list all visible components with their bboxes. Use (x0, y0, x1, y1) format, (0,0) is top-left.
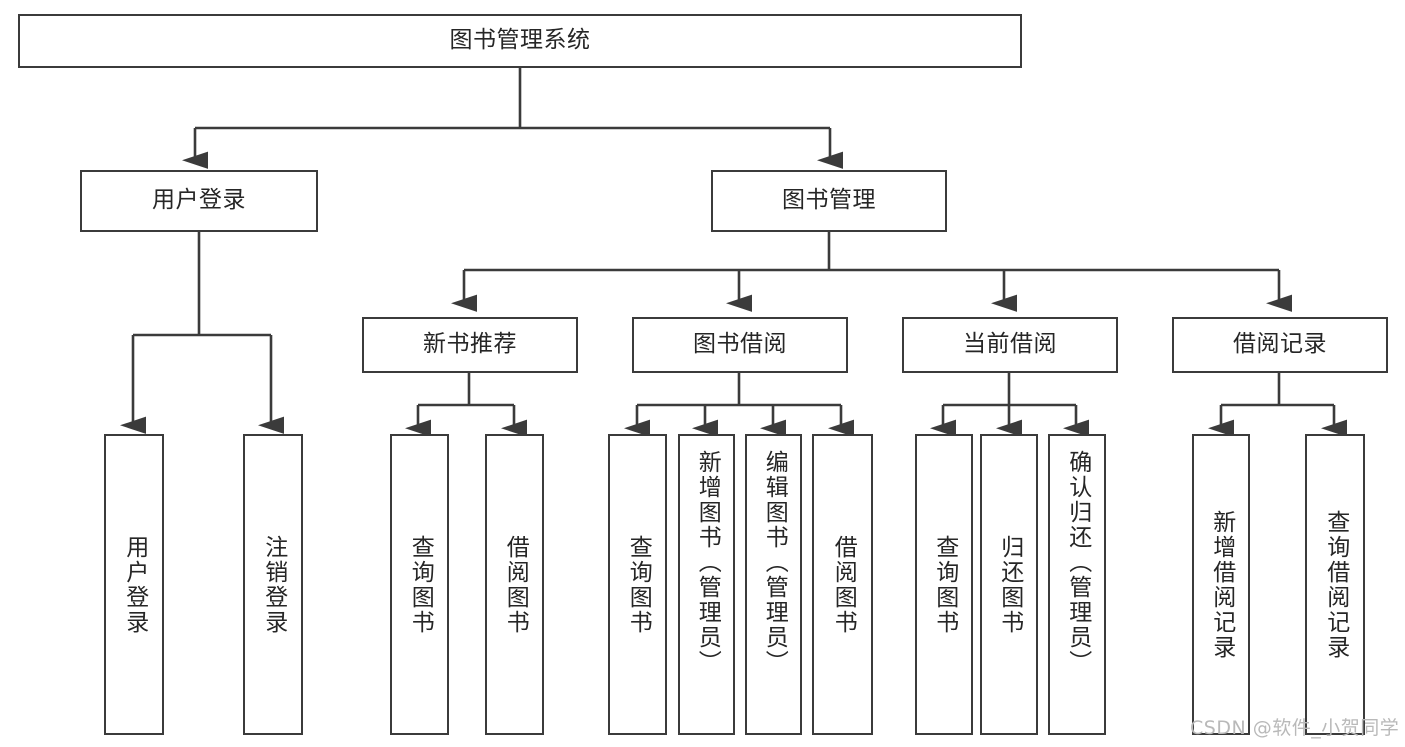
leaf-book-borrow-edit-book-admin-label: 编辑图书（管理员） (761, 450, 788, 675)
leaf-user-login-signout[interactable]: 注销登录 (243, 434, 303, 735)
leaf-current-borrow-query-book[interactable]: 查询图书 (915, 434, 973, 735)
node-user-login[interactable]: 用户登录 (80, 170, 318, 232)
leaf-new-book-query-book-label: 查询图书 (407, 534, 434, 635)
node-book-management[interactable]: 图书管理 (711, 170, 947, 232)
leaf-new-book-borrow-book-label: 借阅图书 (502, 534, 529, 635)
leaf-borrow-record-query-record-label: 查询借阅记录 (1322, 509, 1349, 660)
leaf-user-login-signin[interactable]: 用户登录 (104, 434, 164, 735)
node-new-book-recommend[interactable]: 新书推荐 (362, 317, 578, 373)
leaf-book-borrow-add-book-admin-label: 新增图书（管理员） (694, 450, 721, 675)
leaf-new-book-borrow-book[interactable]: 借阅图书 (485, 434, 544, 735)
node-root[interactable]: 图书管理系统 (18, 14, 1022, 68)
leaf-book-borrow-query-book-label: 查询图书 (625, 534, 652, 635)
node-borrow-record-label: 借阅记录 (1233, 331, 1327, 358)
leaf-user-login-signout-label: 注销登录 (260, 534, 287, 635)
csdn-watermark: CSDN @软件_小贺同学 (1190, 717, 1400, 739)
node-book-borrow[interactable]: 图书借阅 (632, 317, 848, 373)
leaf-current-borrow-return-book[interactable]: 归还图书 (980, 434, 1038, 735)
node-book-management-label: 图书管理 (782, 187, 876, 214)
node-borrow-record[interactable]: 借阅记录 (1172, 317, 1388, 373)
leaf-current-borrow-query-book-label: 查询图书 (931, 534, 958, 635)
leaf-current-borrow-return-book-label: 归还图书 (996, 534, 1023, 635)
node-user-login-label: 用户登录 (152, 187, 246, 214)
leaf-borrow-record-add-record[interactable]: 新增借阅记录 (1192, 434, 1250, 735)
leaf-borrow-record-add-record-label: 新增借阅记录 (1208, 509, 1235, 660)
leaf-current-borrow-confirm-return-admin-label: 确认归还（管理员） (1064, 450, 1091, 675)
node-book-borrow-label: 图书借阅 (693, 331, 787, 358)
leaf-user-login-signin-label: 用户登录 (121, 534, 148, 635)
node-current-borrow-label: 当前借阅 (963, 331, 1057, 358)
leaf-new-book-query-book[interactable]: 查询图书 (390, 434, 449, 735)
node-new-book-recommend-label: 新书推荐 (423, 331, 517, 358)
leaf-book-borrow-edit-book-admin[interactable]: 编辑图书（管理员） (745, 434, 802, 735)
leaf-borrow-record-query-record[interactable]: 查询借阅记录 (1305, 434, 1365, 735)
node-root-label: 图书管理系统 (449, 27, 591, 54)
leaf-book-borrow-add-book-admin[interactable]: 新增图书（管理员） (678, 434, 735, 735)
leaf-book-borrow-borrow-book[interactable]: 借阅图书 (812, 434, 873, 735)
leaf-current-borrow-confirm-return-admin[interactable]: 确认归还（管理员） (1048, 434, 1106, 735)
leaf-book-borrow-borrow-book-label: 借阅图书 (830, 534, 857, 635)
node-current-borrow[interactable]: 当前借阅 (902, 317, 1118, 373)
leaf-book-borrow-query-book[interactable]: 查询图书 (608, 434, 667, 735)
